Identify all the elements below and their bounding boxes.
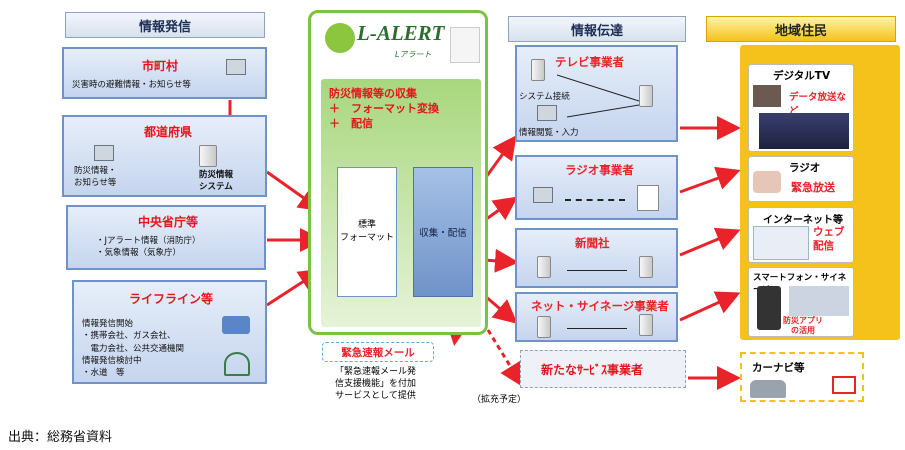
person-pc-icon: [537, 105, 557, 121]
server-icon: [537, 256, 551, 278]
resident-smartphone: スマートフォン・サイネージ 防災アプリ の活用: [748, 267, 854, 337]
transmitter-net-signage-title: ネット・サイネージ事業者: [531, 299, 669, 313]
l-alert-logo: L-ALERT: [357, 21, 445, 45]
resident-digital-tv-title: デジタルTV: [773, 70, 831, 82]
transmitter-radio-title: ラジオ事業者: [565, 163, 634, 177]
server-icon: [199, 145, 217, 167]
header-source: 情報発信: [65, 12, 265, 38]
l-alert-panel: L-ALERT Lアラート 防災情報等の収集 ＋ フォーマット変換 ＋ 配信 標…: [308, 10, 488, 335]
arrow-radio-to-res: [679, 166, 741, 194]
diagram-canvas: 情報発信 情報伝達 地域住民 市町村 災害時の避難情報・お知らせ等 都道府県 防…: [62, 10, 900, 405]
header-transmission: 情報伝達: [508, 16, 686, 42]
transmitter-tv-view-label: 情報閲覧・入力: [519, 128, 579, 138]
announcer-icon: [637, 185, 659, 211]
person-pc-icon: [533, 187, 553, 203]
emergency-mail-note: 「緊急速報メール発 信支援機能」を付加 サービスとして提供: [335, 367, 417, 402]
source-prefecture-title: 都道府県: [144, 125, 193, 139]
connector-lines: [557, 74, 640, 118]
standard-format-box: 標準 フォーマット: [337, 167, 397, 297]
resident-radio-detail: 緊急放送: [791, 181, 835, 194]
resident-smartphone-detail: 防災アプリ の活用: [783, 316, 823, 335]
resident-radio: ラジオ 緊急放送: [748, 156, 854, 202]
radio-icon: [753, 171, 781, 193]
transmitter-newspaper: 新聞社: [515, 228, 678, 288]
arrow-to-news: [482, 248, 519, 273]
smartphone-icon: [757, 286, 781, 330]
person-pc-icon: [94, 145, 114, 161]
transmitter-new-service: 新たなｻｰﾋﾞｽ事業者: [520, 350, 686, 388]
dashed-link: [565, 199, 625, 201]
source-municipality-title: 市町村: [142, 59, 179, 73]
resident-car-navi-title: カーナビ等: [752, 362, 805, 374]
transmitter-tv-sys-label: システム接続: [519, 92, 570, 102]
resident-internet-title: インターネット等: [763, 215, 843, 226]
source-lifeline: ライフライン等 情報発信開始 ・携帯会社、ガス会社、 電力会社、公共交通機関 情…: [72, 280, 267, 384]
navi-device-icon: [832, 376, 856, 394]
transmitter-tv-title: テレビ事業者: [555, 55, 624, 69]
transmitter-net-signage: ネット・サイネージ事業者: [515, 292, 678, 342]
link-line: [567, 270, 627, 271]
arrow-net-to-res: [679, 291, 741, 322]
gas-tank-icon: [224, 352, 250, 376]
source-ministry: 中央省庁等 ・Jアラート情報（消防庁） ・気象情報（気象庁）: [66, 205, 266, 270]
header-residents: 地域住民: [706, 16, 896, 42]
l-alert-inner: 防災情報等の収集 ＋ フォーマット変換 ＋ 配信 標準 フォーマット 収集・配信: [321, 79, 481, 327]
resident-car-navi: カーナビ等: [740, 352, 864, 402]
server-icon: [639, 256, 653, 278]
transmitter-newspaper-title: 新聞社: [575, 236, 610, 250]
source-footer: 出典：総務省資料: [0, 420, 905, 450]
car-icon: [750, 380, 786, 398]
resident-radio-title: ラジオ: [789, 162, 821, 174]
source-municipality: 市町村 災害時の避難情報・お知らせ等: [62, 47, 267, 99]
ministry-seal-icon: [450, 27, 480, 63]
transmitter-new-service-title: 新たなｻｰﾋﾞｽ事業者: [541, 363, 644, 377]
l-alert-steps: 防災情報等の収集 ＋ フォーマット変換 ＋ 配信: [329, 87, 439, 130]
source-lifeline-desc: 情報発信開始 ・携帯会社、ガス会社、 電力会社、公共交通機関 情報発信検討中 ・…: [82, 319, 185, 379]
server-icon: [531, 59, 545, 81]
server-icon: [537, 316, 551, 338]
server-icon: [639, 85, 653, 107]
transmitter-radio: ラジオ事業者: [515, 155, 678, 220]
arrow-news-to-res: [679, 227, 741, 257]
emergency-mail-label: 緊急速報メール: [322, 342, 434, 362]
transmitter-tv: テレビ事業者 システム接続 情報閲覧・入力: [515, 45, 678, 142]
l-alert-logo-sub: Lアラート: [395, 50, 432, 59]
source-lifeline-title: ライフライン等: [129, 292, 214, 306]
collect-distribute-box: 収集・配信: [413, 167, 473, 297]
l-alert-logo-icon: [325, 23, 355, 53]
link-line: [567, 328, 627, 329]
source-ministry-title: 中央省庁等: [138, 215, 199, 229]
expansion-note: （拡充予定）: [472, 395, 527, 405]
source-prefecture-left-text: 防災情報・ お知らせ等: [74, 166, 117, 189]
source-prefecture: 都道府県 防災情報・ お知らせ等 防災情報 システム: [62, 115, 267, 197]
arrow-to-new-service: [486, 329, 524, 388]
server-icon: [639, 314, 653, 336]
resident-digital-tv: デジタルTV データ放送など: [748, 64, 854, 152]
resident-internet: インターネット等 ウェブ 配信: [748, 207, 854, 263]
tv-screen-image: [759, 113, 849, 149]
power-plant-icon: [222, 316, 250, 334]
web-page-image: [753, 226, 809, 260]
resident-digital-tv-detail: データ放送など: [789, 92, 847, 117]
person-pc-icon: [226, 59, 246, 75]
signage-image: [789, 286, 849, 316]
source-ministry-desc: ・Jアラート情報（消防庁） ・気象情報（気象庁）: [96, 236, 201, 259]
source-municipality-desc: 災害時の避難情報・お知らせ等: [72, 80, 191, 90]
source-prefecture-system: 防災情報 システム: [199, 170, 234, 193]
resident-internet-detail: ウェブ 配信: [813, 226, 845, 252]
tv-icon: [753, 85, 781, 107]
